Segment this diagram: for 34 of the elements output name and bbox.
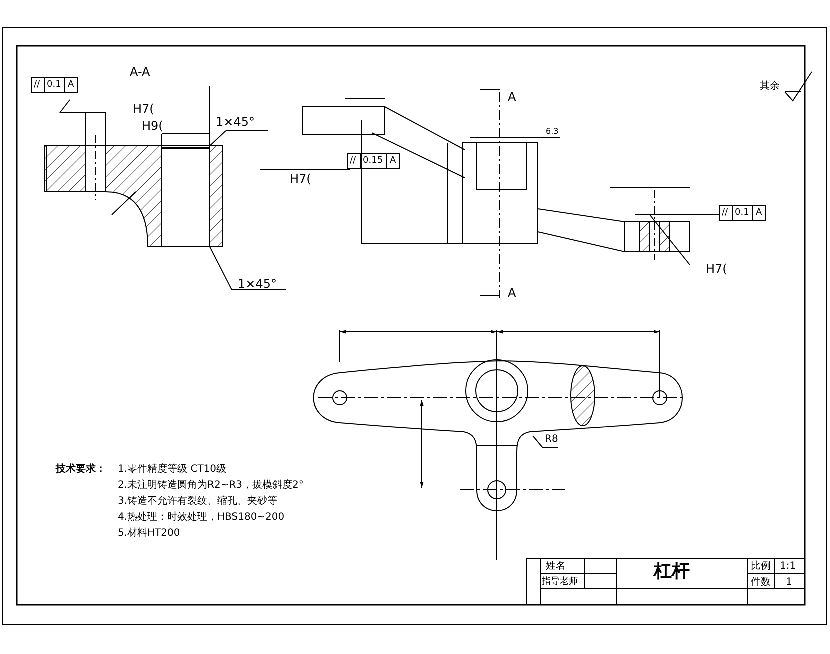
datum-letter: A xyxy=(756,209,762,218)
chamfer-note: 1×45° xyxy=(238,278,277,290)
symbol: // xyxy=(350,157,356,166)
tolerance-value: 0.1 xyxy=(735,209,750,218)
title-block-label: 比例 xyxy=(751,562,771,572)
section-label: A xyxy=(508,91,516,103)
fit-code: H7( xyxy=(706,263,728,275)
title-block-label: 件数 xyxy=(751,578,771,588)
datum-letter: A xyxy=(390,157,396,166)
fit-code: H7( xyxy=(290,173,312,185)
fit-code: H9( xyxy=(142,120,164,132)
requirement-note: 2.未注明铸造圆角为R2~R3，拔模斜度2° xyxy=(118,481,304,491)
tolerance-value: 0.15 xyxy=(363,157,384,166)
requirement-note: 1.零件精度等级 CT10级 xyxy=(118,465,227,475)
note-label: 其余 xyxy=(760,82,780,92)
datum-letter: A xyxy=(68,81,74,90)
chamfer-note: 1×45° xyxy=(216,116,255,128)
section-label: A xyxy=(508,287,516,299)
requirement-note: 4.热处理：时效处理，HBS180~200 xyxy=(118,513,285,523)
heading: 技术要求： xyxy=(56,465,106,475)
title-block-value: 1 xyxy=(786,578,792,588)
title-block-value: 1:1 xyxy=(780,562,796,572)
symbol: // xyxy=(722,209,728,218)
tolerance-value: 0.1 xyxy=(47,81,62,90)
requirement-note: 5.材料HT200 xyxy=(118,529,180,539)
title-block-label: 指导老师 xyxy=(542,578,578,587)
part-title: 杠杆 xyxy=(654,563,690,581)
roughness-value: 6.3 xyxy=(546,128,559,136)
requirement-note: 3.铸造不允许有裂纹、缩孔、夹砂等 xyxy=(118,497,278,507)
fit-code: H7( xyxy=(133,103,154,115)
title-block-label: 姓名 xyxy=(546,562,566,572)
section-label: A-A xyxy=(130,66,150,78)
symbol: // xyxy=(34,81,40,90)
radius-dimension: R8 xyxy=(545,435,558,445)
